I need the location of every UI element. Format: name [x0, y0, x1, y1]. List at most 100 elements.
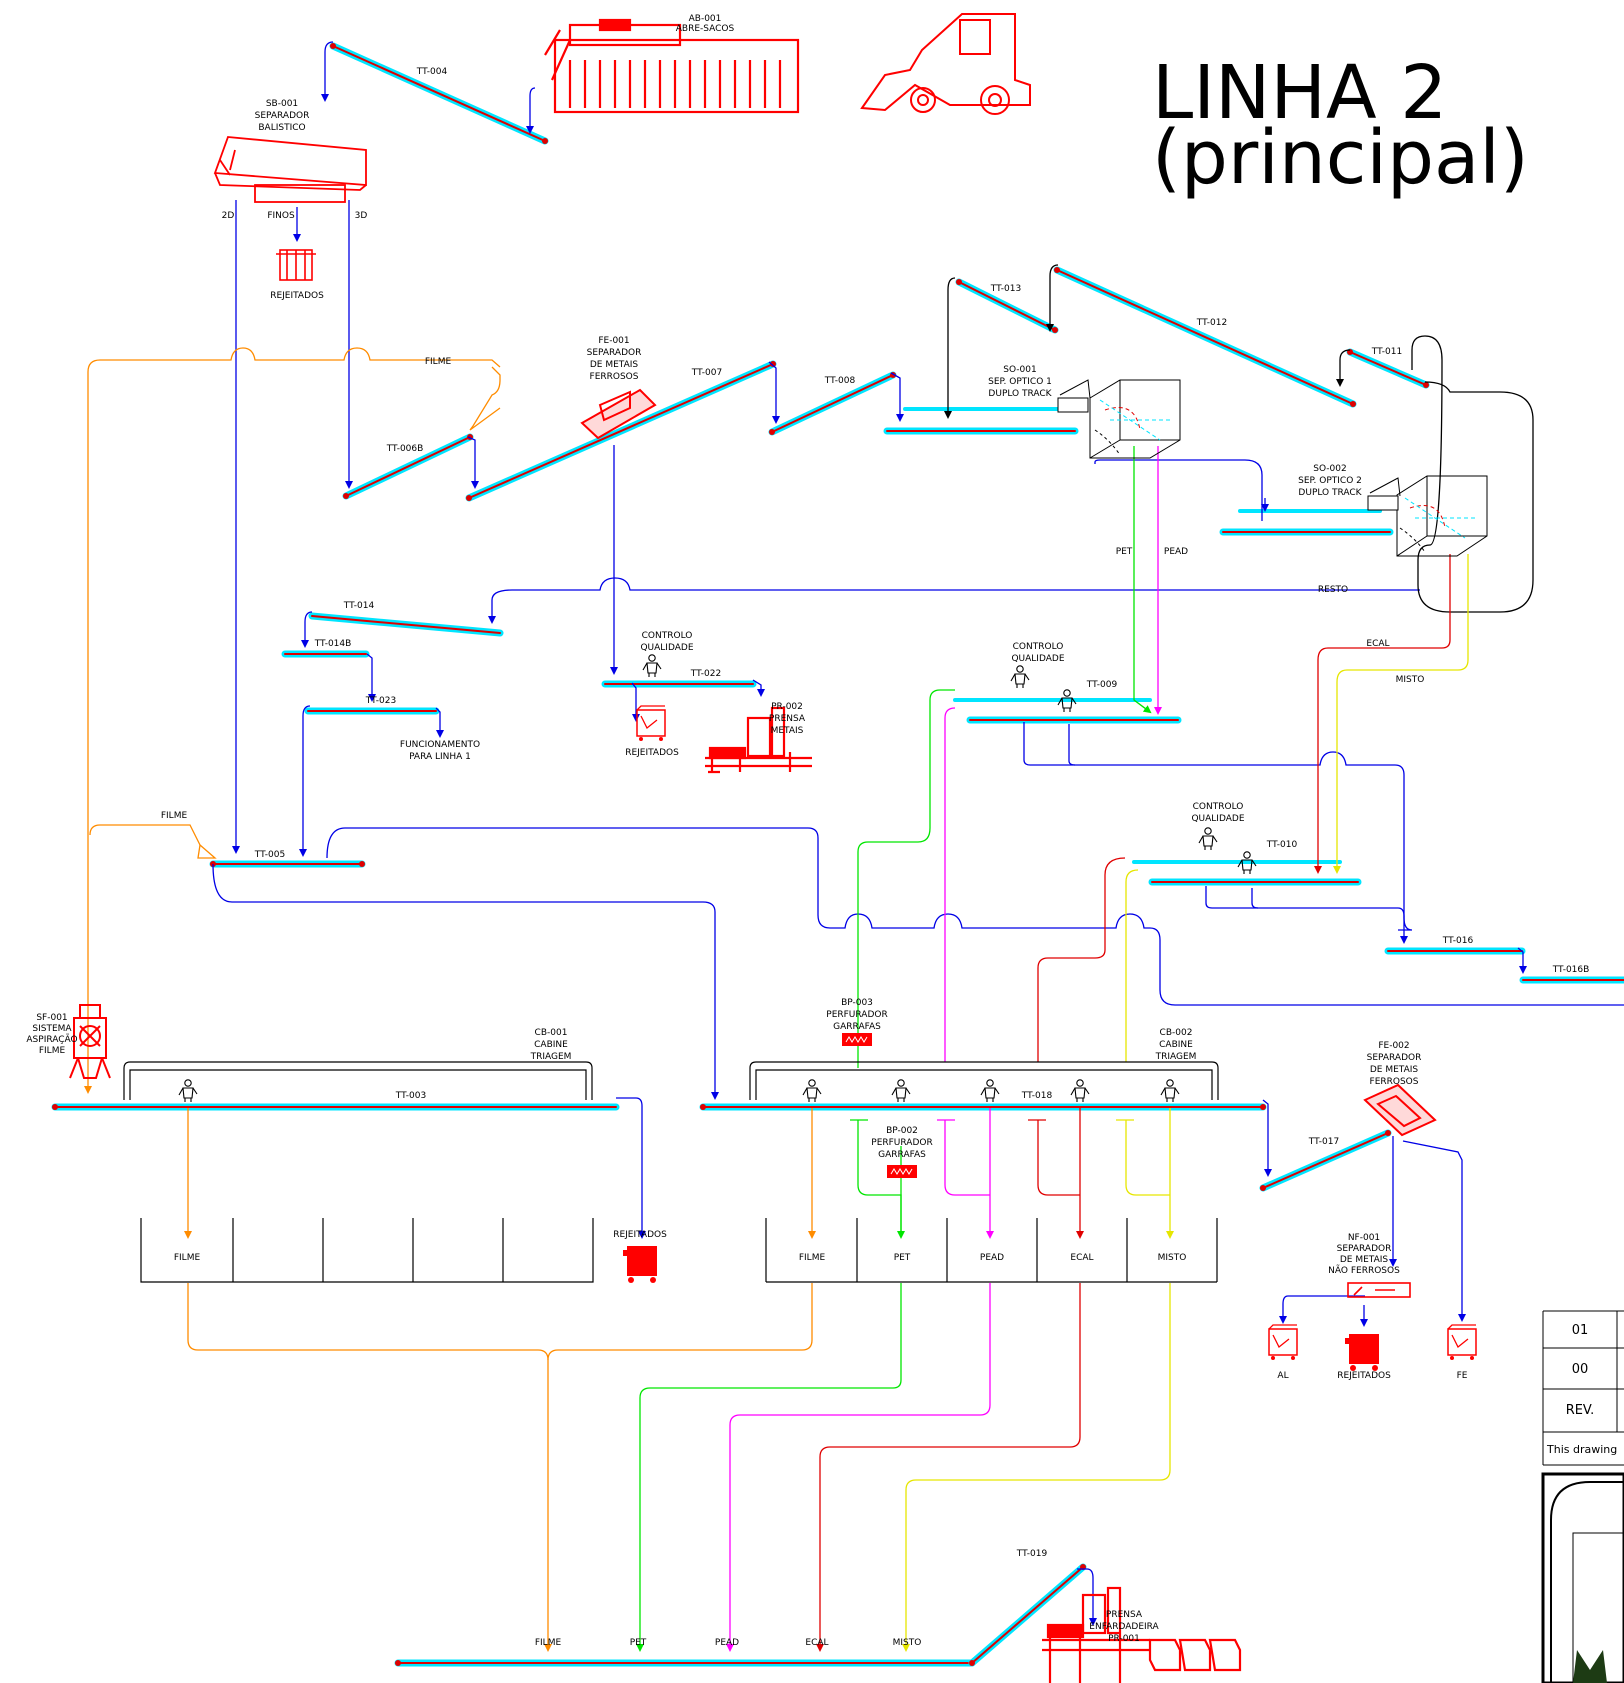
label-pr002-l2: PRENSA: [769, 714, 806, 724]
label-pr002-tag: PR-002: [771, 702, 803, 712]
label-tt023: TT-023: [365, 696, 396, 706]
label-tt006b: TT-006B: [386, 444, 424, 454]
rejeitados-top-bin: [276, 249, 316, 281]
diagram-title-line1: LINHA 2: [1152, 50, 1447, 136]
bin-cb002-pet: PET: [894, 1253, 911, 1263]
cabin-cb001: [123, 1061, 593, 1100]
label-bp002-l3: GARRAFAS: [878, 1150, 926, 1160]
loader-drawing: [860, 13, 1031, 115]
label-so002-l2: SEP. OPTICO 2: [1298, 476, 1362, 486]
rev-row-00: 00: [1572, 1362, 1589, 1377]
nf001-eddy-current: [1347, 1282, 1411, 1298]
revision-table: 01 00 REV. This drawing: [1541, 1310, 1624, 1683]
label-ab001-tag: AB-001: [689, 14, 722, 24]
bin-cb002-ecal: ECAL: [1070, 1253, 1093, 1263]
label-nf001-tag: NF-001: [1348, 1233, 1380, 1243]
label-tt005: TT-005: [254, 850, 285, 860]
label-filme-mid: FILME: [161, 811, 188, 821]
label-tt013: TT-013: [990, 284, 1021, 294]
label-fe001-l3: DE METAIS: [590, 360, 639, 370]
fe002-magnet-drawing: [1363, 1083, 1437, 1137]
rev-header: REV.: [1566, 1403, 1595, 1418]
label-cq1-l2: QUALIDADE: [640, 643, 693, 653]
label-cq2-l1: CONTROLO: [1013, 642, 1064, 652]
rev-note: This drawing: [1546, 1443, 1617, 1456]
label-tt022: TT-022: [690, 669, 721, 679]
label-pr002-l3: METAIS: [771, 726, 804, 736]
label-fe001-l4: FERROSOS: [590, 372, 639, 382]
label-cb002-tag: CB-002: [1160, 1028, 1193, 1038]
label-so002-l3: DUPLO TRACK: [1298, 488, 1362, 498]
belt-tt007: [465, 360, 777, 502]
label-cq2-l2: QUALIDADE: [1011, 654, 1064, 664]
label-fe001-l2: SEPARADOR: [587, 348, 642, 358]
pr002-press-drawing: [705, 706, 812, 774]
fe001-magnet-drawing: [580, 388, 657, 440]
belt-tt013: [955, 278, 1059, 334]
belt-tt008: [768, 371, 897, 436]
belt-tt019: [968, 1563, 1087, 1667]
label-misto: MISTO: [1396, 675, 1425, 685]
diagram-title-line2: (principal): [1152, 115, 1529, 201]
label-finos: FINOS: [267, 211, 295, 221]
sf001-filter-drawing: [69, 1004, 111, 1079]
fe-bin: [1447, 1324, 1477, 1361]
label-pet: PET: [1116, 547, 1133, 557]
label-tt004: TT-004: [416, 67, 448, 77]
label-pr001-l1: PRENSA: [1106, 1610, 1143, 1620]
output-fe: FE: [1457, 1371, 1468, 1381]
label-func-l2: PARA LINHA 1: [409, 752, 471, 762]
optical-sorter-2: [1367, 475, 1488, 557]
label-ab001-name: ABRE-SACOS: [676, 24, 735, 34]
label-sf001-l2: SISTEMA: [32, 1024, 72, 1034]
label-pr001-l2: ENFARDADEIRA: [1089, 1622, 1159, 1632]
al-bin: [1268, 1324, 1298, 1361]
label-tt019: TT-019: [1016, 1549, 1048, 1559]
label-cb002-l3: TRIAGEM: [1155, 1052, 1197, 1062]
label-cq1-l1: CONTROLO: [642, 631, 693, 641]
label-so001-l2: SEP. OPTICO 1: [988, 377, 1052, 387]
belt-tt014: [308, 612, 504, 637]
label-cb001-l3: TRIAGEM: [530, 1052, 572, 1062]
label-tt016: TT-016: [1442, 936, 1474, 946]
belt-tt011: [1346, 348, 1430, 389]
label-rejeitados-cq: REJEITADOS: [625, 748, 679, 758]
final-feed-filme: FILME: [535, 1638, 562, 1648]
final-feed-misto: MISTO: [893, 1638, 922, 1648]
label-rejeitados-cb: REJEITADOS: [613, 1230, 667, 1240]
label-cb002-l2: CABINE: [1159, 1040, 1193, 1050]
rejeitados-cb-bin: [623, 1246, 657, 1283]
rev-row-01: 01: [1572, 1323, 1589, 1338]
label-tt003: TT-003: [395, 1091, 426, 1101]
rejeitados-cq-bin: [636, 705, 666, 742]
label-bp002-tag: BP-002: [886, 1126, 918, 1136]
bp002-perforator: [887, 1165, 917, 1178]
label-3d: 3D: [355, 211, 368, 221]
label-cq3-l1: CONTROLO: [1193, 802, 1244, 812]
label-tt007: TT-007: [691, 368, 722, 378]
label-bp003-l3: GARRAFAS: [833, 1022, 881, 1032]
belt-tt004: [329, 42, 549, 145]
label-nf001-l4: NÃO FERROSOS: [1328, 1265, 1400, 1276]
bins-cb002: [765, 1218, 1218, 1283]
label-tt017: TT-017: [1308, 1137, 1339, 1147]
label-sb001-l2: SEPARADOR: [255, 111, 310, 121]
label-fe001-tag: FE-001: [598, 336, 629, 346]
label-fe002-tag: FE-002: [1378, 1041, 1409, 1051]
label-resto: RESTO: [1318, 585, 1348, 595]
label-rejeitados-top: REJEITADOS: [270, 291, 324, 301]
label-2d: 2D: [222, 211, 235, 221]
bp003-perforator: [842, 1033, 872, 1046]
label-tt008: TT-008: [824, 376, 856, 386]
label-tt018: TT-018: [1021, 1091, 1053, 1101]
label-cb001-tag: CB-001: [535, 1028, 568, 1038]
label-ecal: ECAL: [1366, 639, 1389, 649]
label-tt016b: TT-016B: [1552, 965, 1590, 975]
bin-cb001-filme: FILME: [174, 1253, 201, 1263]
label-so001-tag: SO-001: [1003, 365, 1036, 375]
label-fe002-l4: FERROSOS: [1370, 1077, 1419, 1087]
label-sf001-l4: FILME: [39, 1046, 66, 1056]
label-fe002-l3: DE METAIS: [1370, 1065, 1419, 1075]
label-bp003-l2: PERFURADOR: [826, 1010, 887, 1020]
